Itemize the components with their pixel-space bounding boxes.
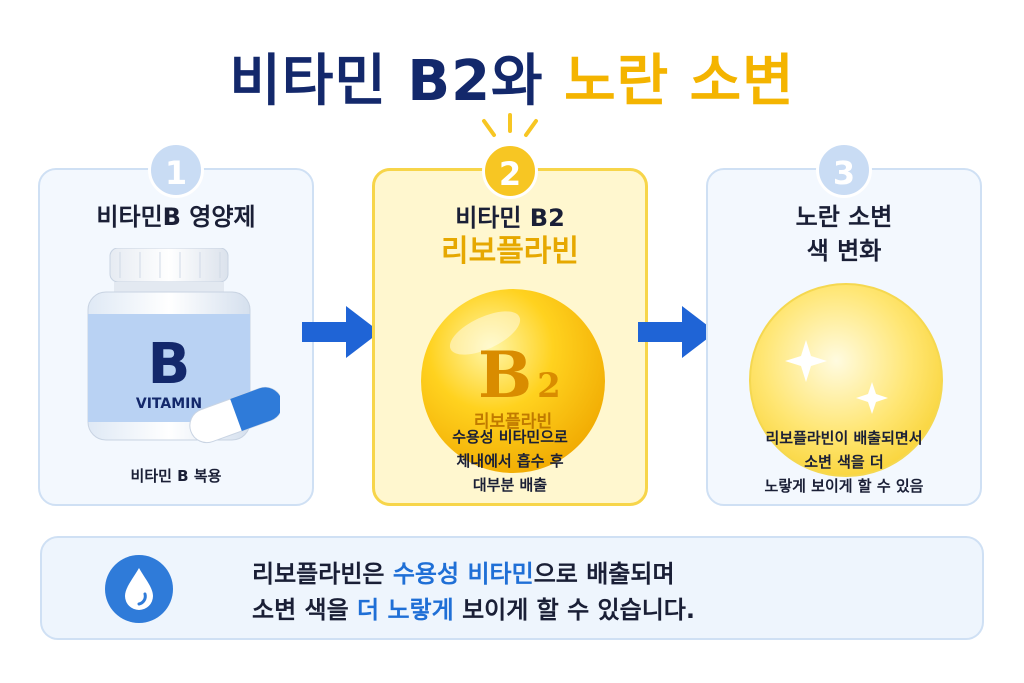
ball-label: 리보플라빈	[474, 412, 552, 432]
title-part-2: 노란 소변	[564, 49, 795, 114]
b2-vitamin-ball-icon: B 2 리보플라빈	[421, 289, 605, 473]
bottle-letter: B	[148, 332, 191, 397]
sparkle-icon	[856, 382, 888, 414]
step-panel-3: 3 노란 소변 색 변화 리보플라빈이 배출되면서 소변 색을 더 노랗게 보이…	[706, 142, 982, 506]
title-part-1: 비타민 B2와	[229, 49, 544, 114]
yellow-urine-glow-icon	[749, 283, 943, 477]
step-1-caption: 비타민 B 복용	[130, 467, 222, 485]
step-2-caption-3: 대부분 배출	[472, 476, 548, 494]
ball-main-letter: B	[478, 338, 532, 413]
summary-line-1-a: 리보플라빈은	[252, 560, 393, 588]
step-number-1: 1	[148, 142, 204, 198]
summary-note: 리보플라빈은 수용성 비타민으로 배출되며 소변 색을 더 노랗게 보이게 할 …	[40, 536, 984, 640]
step-3-caption-2: 소변 색을 더	[804, 453, 884, 471]
summary-highlight-1: 수용성 비타민	[392, 560, 534, 588]
step-2-title-line2: 리보플라빈	[441, 234, 579, 269]
step-3-title-line1: 노란 소변	[795, 203, 893, 231]
step-2-caption-1: 수용성 비타민으로	[452, 428, 568, 446]
step-2-title-line1: 비타민 B2	[455, 204, 565, 232]
ball-sub-number: 2	[537, 366, 561, 406]
step-panel-1: 1 비타민B 영양제 B VITAMIN	[38, 142, 314, 506]
summary-highlight-2: 더 노랗게	[357, 596, 454, 624]
sparkle-icon	[785, 340, 827, 382]
summary-line-2: 소변 색을 더 노랗게 보이게 할 수 있습니다.	[252, 592, 695, 628]
summary-line-1: 리보플라빈은 수용성 비타민으로 배출되며	[252, 556, 695, 592]
summary-line-2-a: 소변 색을	[252, 596, 358, 624]
step-2-caption-2: 체내에서 흡수 후	[456, 452, 564, 470]
arrow-right-icon	[302, 306, 380, 358]
step-3-caption-3: 노랗게 보이게 할 수 있음	[764, 477, 924, 495]
water-drop-icon	[105, 555, 173, 623]
page-title: 비타민 B2와 노란 소변	[0, 36, 1024, 117]
arrow-right-icon	[638, 306, 716, 358]
summary-text: 리보플라빈은 수용성 비타민으로 배출되며 소변 색을 더 노랗게 보이게 할 …	[252, 556, 695, 628]
step-1-title: 비타민B 영양제	[96, 203, 256, 231]
step-panel-2: 2 비타민 B2 리보플라빈 B 2 리보플라빈 수용성 비타민으로 체내에서 …	[372, 113, 648, 506]
vitamin-bottle-icon: B VITAMIN	[87, 248, 280, 444]
step-3-title-line2: 색 변화	[806, 237, 882, 265]
capsule-icon	[189, 386, 280, 444]
step-3-caption-1: 리보플라빈이 배출되면서	[765, 429, 923, 447]
summary-line-2-c: 보이게 할 수 있습니다.	[453, 596, 695, 624]
sun-rays-icon	[482, 113, 538, 137]
step-number-2: 2	[482, 143, 538, 199]
step-number-3: 3	[816, 142, 872, 198]
summary-line-1-c: 으로 배출되며	[533, 560, 675, 588]
bottle-label: VITAMIN	[136, 396, 202, 412]
